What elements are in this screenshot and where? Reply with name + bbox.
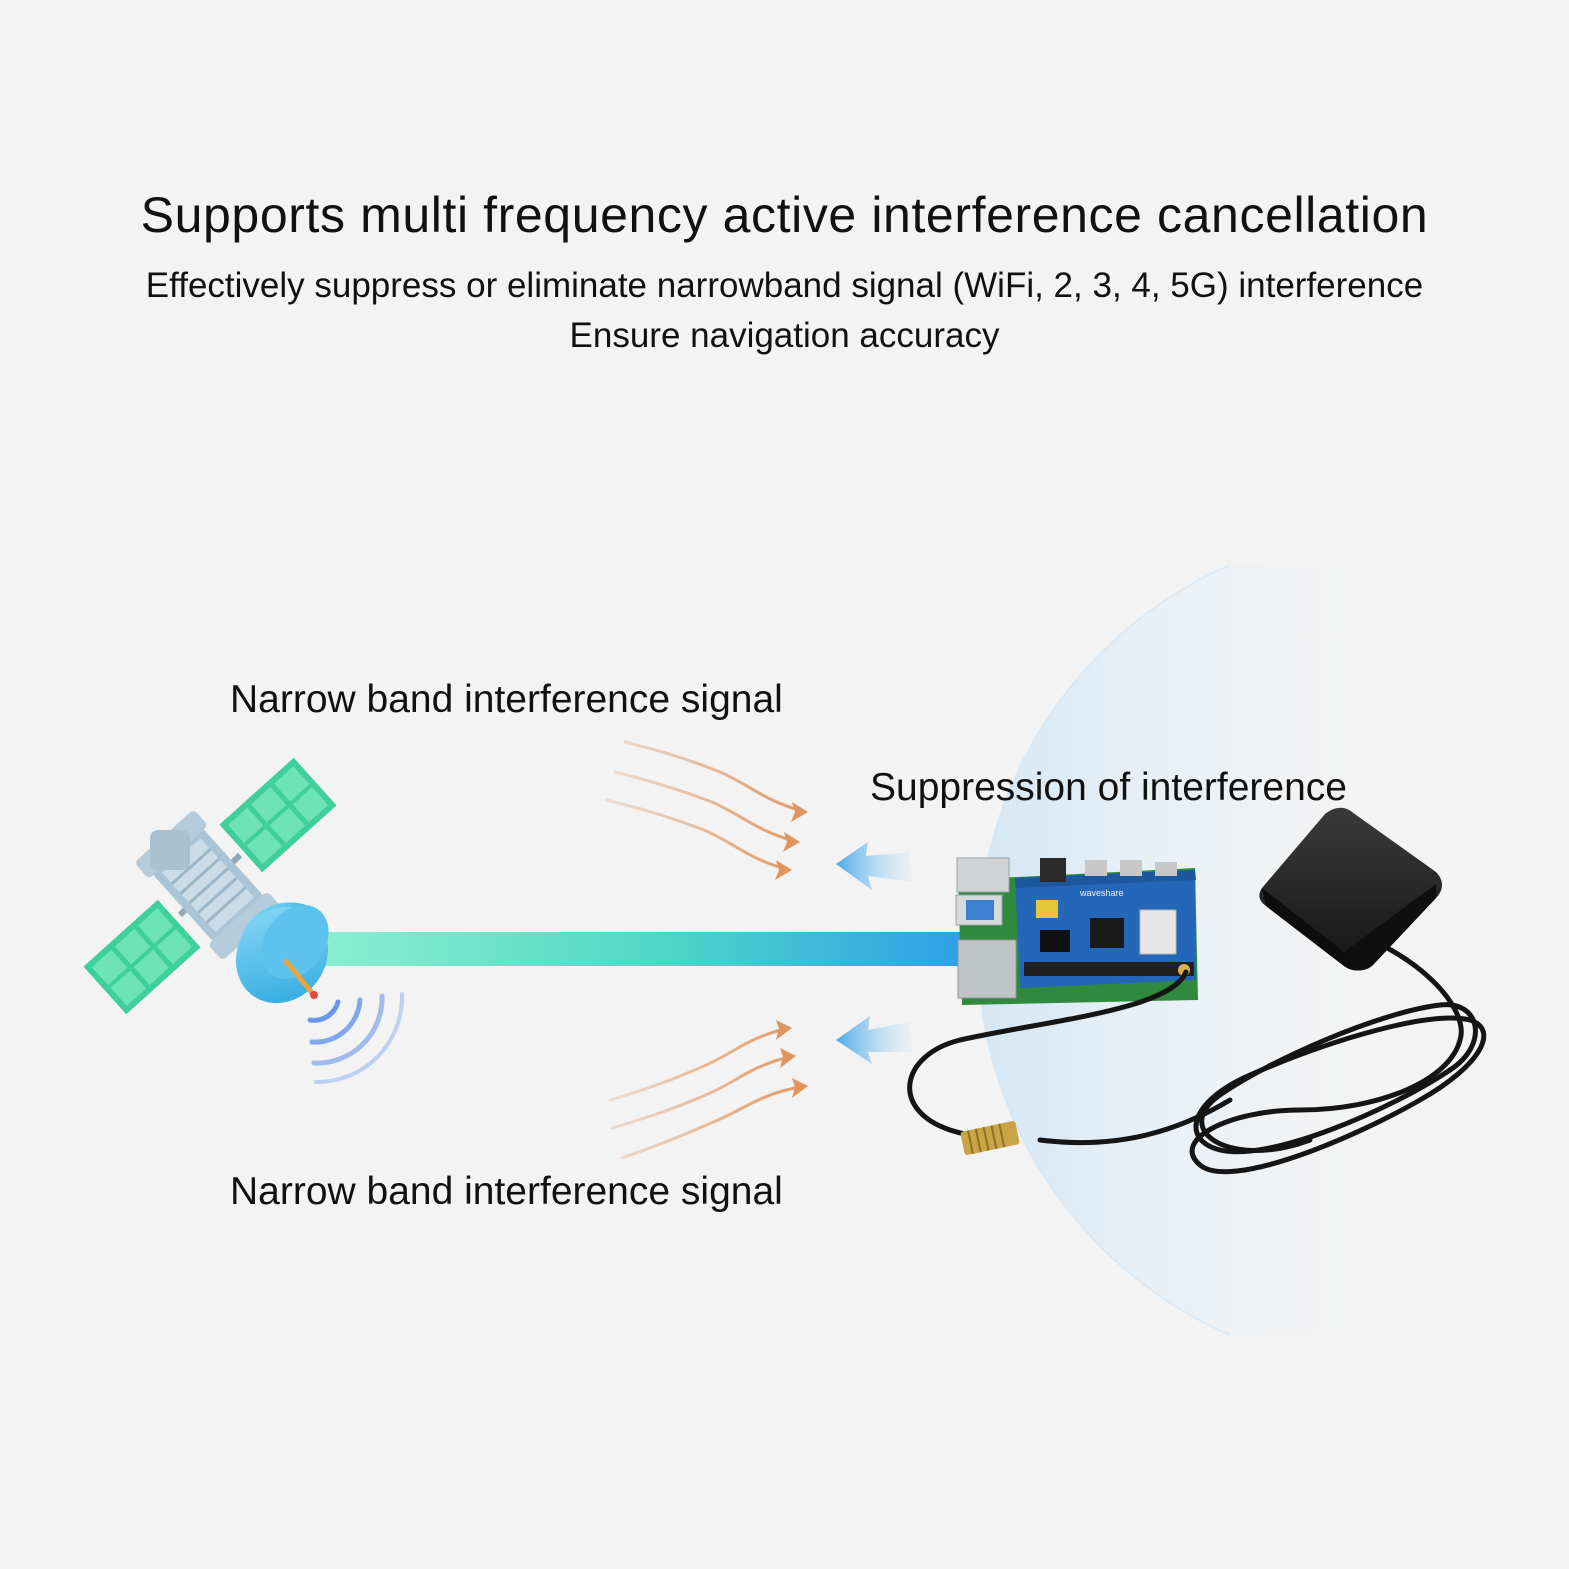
top-signal-label: Narrow band interference signal <box>230 678 783 721</box>
gps-antenna <box>1259 807 1442 971</box>
suppression-label: Suppression of interference <box>870 766 1347 809</box>
bottom-signal-label: Narrow band interference signal <box>230 1170 783 1213</box>
satellite-icon <box>83 757 405 1085</box>
suppression-arrow-bottom <box>836 1016 912 1064</box>
subtitle-line-1: Effectively suppress or eliminate narrow… <box>145 266 1424 305</box>
subtitle-line-2: Ensure navigation accuracy <box>569 316 1000 355</box>
gnss-module-board: waveshare <box>955 857 1198 1005</box>
interference-waves-top <box>605 740 807 872</box>
svg-text:waveshare: waveshare <box>1079 888 1124 898</box>
sma-connector <box>960 1120 1020 1156</box>
page-title: Supports multi frequency active interfer… <box>140 187 1429 243</box>
antenna-cable <box>907 922 1487 1175</box>
suppression-arrow-top <box>836 842 912 890</box>
interference-waves-bottom <box>608 1026 807 1160</box>
signal-beam <box>300 932 960 966</box>
